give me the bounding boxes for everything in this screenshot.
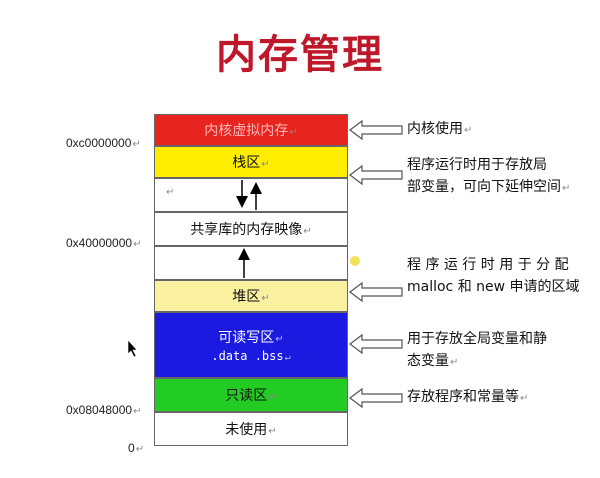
highlight-dot — [350, 256, 360, 266]
note-rodata-text: 存放程序和常量等 — [407, 389, 519, 405]
pointer-arrow-heap — [349, 281, 403, 303]
paragraph-mark: ↵ — [268, 426, 277, 437]
address-text-start: 0x08048000↵ — [66, 403, 141, 417]
address-kernel-start-text: 0xc0000000 — [66, 136, 132, 150]
paragraph-mark: ↵ — [520, 393, 529, 404]
note-data-line1: 用于存放全局变量和静 — [407, 331, 547, 347]
paragraph-mark: ↵ — [261, 293, 270, 304]
paragraph-mark: ↵ — [133, 239, 142, 250]
segment-kernel-label: 内核虚拟内存 — [204, 123, 289, 139]
note-stack: 程序运行时用于存放局 部变量，可向下延伸空间↵ — [407, 154, 570, 200]
segment-heap: 堆区↵ — [154, 280, 348, 312]
segment-shared-libraries: 共享库的内存映像↵ — [154, 212, 348, 246]
address-mmap-base-text: 0x40000000 — [66, 236, 133, 250]
address-zero: 0↵ — [128, 441, 144, 455]
note-heap: 程 序 运 行 时 用 于 分 配 malloc 和 new 申请的区域 — [407, 254, 580, 298]
note-kernel-text: 内核使用 — [407, 121, 463, 137]
segment-data-sub: .data .bss — [211, 349, 284, 363]
paragraph-mark: ↵ — [133, 406, 142, 417]
segment-rodata: 只读区↵ — [154, 378, 348, 412]
paragraph-mark: ↵ — [450, 357, 459, 368]
note-heap-line2: malloc 和 new 申请的区域 — [407, 279, 580, 295]
paragraph-mark: ↵ — [284, 352, 291, 363]
paragraph-mark: ↵ — [132, 139, 141, 150]
segment-data-label: 可读写区 — [218, 330, 275, 346]
mouse-cursor-icon — [127, 339, 138, 358]
address-zero-text: 0 — [128, 441, 135, 455]
note-data-line2: 态变量 — [407, 353, 449, 369]
note-heap-line1: 程 序 运 行 时 用 于 分 配 — [407, 257, 569, 273]
paragraph-mark: ↵ — [166, 187, 175, 198]
segment-heap-label: 堆区 — [232, 289, 261, 305]
segment-unused: 未使用↵ — [154, 412, 348, 446]
segment-rodata-label: 只读区 — [225, 388, 268, 404]
paragraph-mark: ↵ — [464, 125, 473, 136]
pointer-arrow-stack — [349, 164, 403, 186]
paragraph-mark: ↵ — [135, 444, 145, 455]
paragraph-mark: ↵ — [261, 159, 270, 170]
pointer-arrow-data — [349, 333, 403, 355]
address-mmap-base: 0x40000000↵ — [66, 236, 141, 250]
paragraph-mark: ↵ — [289, 127, 298, 138]
segment-unused-label: 未使用 — [225, 422, 268, 438]
note-rodata: 存放程序和常量等↵ — [407, 386, 528, 410]
segment-data: 可读写区↵ .data .bss↵ — [154, 312, 348, 378]
note-stack-line2: 部变量，可向下延伸空间 — [407, 179, 561, 195]
paragraph-mark: ↵ — [303, 226, 312, 237]
segment-gap-lower — [154, 246, 348, 280]
segment-shared-label: 共享库的内存映像 — [190, 222, 303, 238]
pointer-arrow-kernel — [349, 119, 403, 141]
paragraph-mark: ↵ — [562, 183, 571, 194]
note-data: 用于存放全局变量和静 态变量↵ — [407, 328, 547, 374]
segment-stack: 栈区↵ — [154, 146, 348, 178]
paragraph-mark: ↵ — [275, 334, 284, 345]
pointer-arrow-rodata — [349, 387, 403, 409]
note-stack-line1: 程序运行时用于存放局 — [407, 157, 547, 173]
paragraph-mark: ↵ — [268, 392, 277, 403]
segment-stack-label: 栈区 — [232, 155, 261, 171]
note-kernel: 内核使用↵ — [407, 118, 472, 142]
segment-kernel: 内核虚拟内存↵ — [154, 114, 348, 146]
page-title: 内存管理 — [216, 32, 384, 78]
address-text-start-text: 0x08048000 — [66, 403, 133, 417]
address-kernel-start: 0xc0000000↵ — [66, 136, 141, 150]
